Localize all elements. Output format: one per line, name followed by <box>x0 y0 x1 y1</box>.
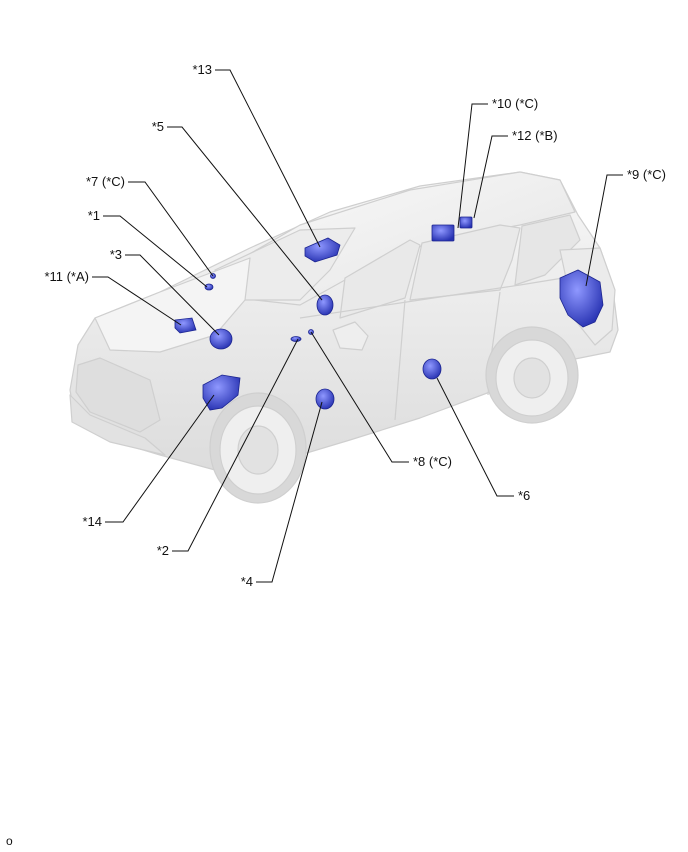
callout-11: *11 (*A) <box>44 269 89 284</box>
leader-6 <box>436 377 514 497</box>
callout-labels: *13 *5 *7 (*C) *1 *3 *11 (*A) *10 (*C) *… <box>44 62 666 589</box>
vehicle-front-wheel-hub <box>237 425 279 475</box>
component-12 <box>459 216 473 229</box>
callout-9: *9 (*C) <box>627 167 666 182</box>
leader-lines <box>92 69 623 583</box>
footer-mark: o <box>6 834 13 848</box>
leader-2 <box>172 338 299 552</box>
callout-8: *8 (*C) <box>413 454 452 469</box>
leader-4 <box>256 401 323 583</box>
vehicle-door-seam-front <box>394 299 406 421</box>
leader-7 <box>128 181 214 277</box>
vehicle-rear-wheel-hub <box>513 357 551 399</box>
callout-3: *3 <box>110 247 122 262</box>
callout-12: *12 (*B) <box>512 128 558 143</box>
callout-5: *5 <box>152 119 164 134</box>
vehicle-rear-side-window <box>409 224 521 301</box>
vehicle-hood <box>94 257 251 353</box>
component-1 <box>204 283 214 291</box>
leader-13 <box>215 69 321 248</box>
leader-5 <box>167 126 323 301</box>
component-4 <box>315 388 335 410</box>
component-14 <box>202 374 241 411</box>
callout-1: *1 <box>88 208 100 223</box>
callout-4: *4 <box>241 574 253 589</box>
leader-8 <box>310 331 409 463</box>
leader-3 <box>125 254 220 336</box>
components <box>174 216 604 411</box>
leader-10 <box>457 103 488 229</box>
component-2 <box>290 336 302 342</box>
callout-6: *6 <box>518 488 530 503</box>
callout-10: *10 (*C) <box>492 96 538 111</box>
callout-7: *7 (*C) <box>86 174 125 189</box>
callout-13: *13 <box>192 62 212 77</box>
callout-14: *14 <box>82 514 102 529</box>
leader-11 <box>92 276 182 326</box>
leader-12 <box>473 135 508 219</box>
callout-2: *2 <box>157 543 169 558</box>
component-3 <box>209 328 233 350</box>
vehicle-grille <box>75 357 161 433</box>
vehicle-illustration <box>69 171 619 504</box>
component-13 <box>304 237 341 263</box>
leader-14 <box>105 394 215 523</box>
component-11 <box>174 317 197 334</box>
leader-1 <box>103 215 208 288</box>
component-10 <box>431 224 455 242</box>
leader-9 <box>585 174 623 287</box>
vehicle-side-mirror <box>332 321 369 351</box>
vehicle-front-bumper <box>69 394 166 456</box>
component-5 <box>316 294 334 316</box>
component-9 <box>559 269 604 328</box>
component-6 <box>422 358 442 380</box>
